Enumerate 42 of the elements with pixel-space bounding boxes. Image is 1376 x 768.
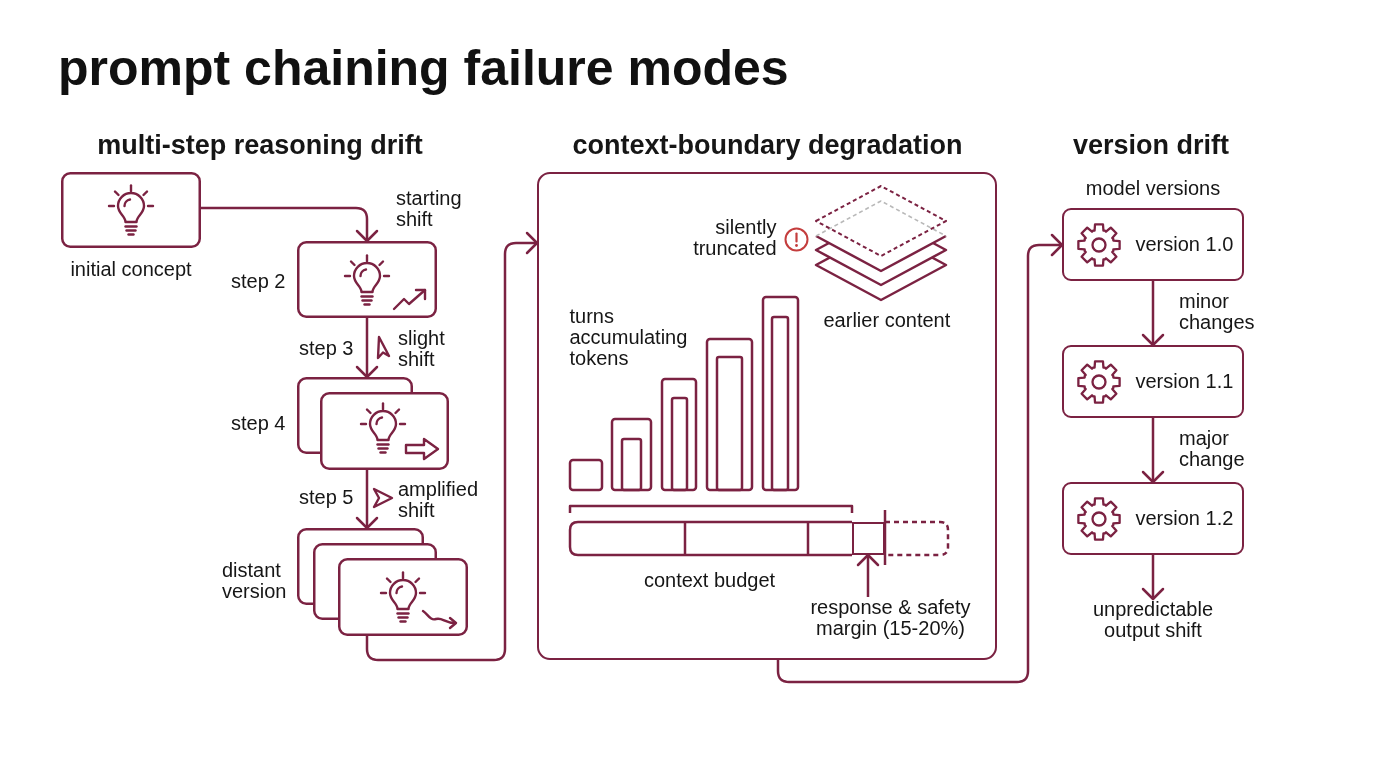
card-stack [297, 377, 449, 470]
step-label: step 3 [299, 338, 354, 359]
outcome-note: unpredictable output shift [1090, 599, 1216, 641]
section-heading: multi-step reasoning drift [97, 129, 423, 161]
annotation: turns accumulating tokens [569, 305, 688, 369]
version-label: version 1.1 [1135, 370, 1234, 392]
edge-label: minor changes [1179, 291, 1255, 333]
node-caption: initial concept [70, 259, 192, 280]
annotation: earlier content [823, 309, 951, 331]
connector-arrow [1141, 555, 1165, 601]
step-label: step 4 [231, 413, 286, 434]
version-box [1062, 482, 1244, 555]
version-box [1062, 345, 1244, 418]
connector-arrow [776, 233, 1064, 684]
connector-arrow [856, 553, 880, 597]
annotation: response & safety margin (15-20%) [806, 596, 975, 639]
page-title: prompt chaining failure modes [58, 39, 789, 98]
connector-arrow [1141, 418, 1165, 484]
connector-arrow [1141, 281, 1165, 347]
connector-arrow [201, 206, 379, 243]
section-heading: version drift [1073, 129, 1229, 161]
card-stack [297, 528, 468, 636]
connector-arrow [355, 470, 379, 530]
step-label: step 2 [231, 271, 286, 292]
edge-label: starting shift [396, 188, 462, 230]
connector-arrow [355, 318, 379, 379]
version-box [1062, 208, 1244, 281]
edge-label: major change [1179, 428, 1245, 470]
idea-card [61, 172, 201, 248]
idea-card [297, 241, 437, 318]
annotation: silently truncated [693, 216, 777, 259]
edge-label: slight shift [398, 328, 445, 370]
version-label: version 1.0 [1135, 233, 1234, 255]
group-label: model versions [1085, 178, 1221, 199]
section-heading: context-boundary degradation [572, 128, 963, 161]
edge-label: amplified shift [398, 479, 479, 521]
step-label: step 5 [299, 487, 354, 508]
margin-segment [851, 521, 885, 555]
version-label: version 1.2 [1135, 507, 1234, 529]
axis-caption: context budget [643, 569, 776, 591]
node-caption: distant version [222, 560, 287, 602]
connector-arrow [365, 231, 539, 662]
